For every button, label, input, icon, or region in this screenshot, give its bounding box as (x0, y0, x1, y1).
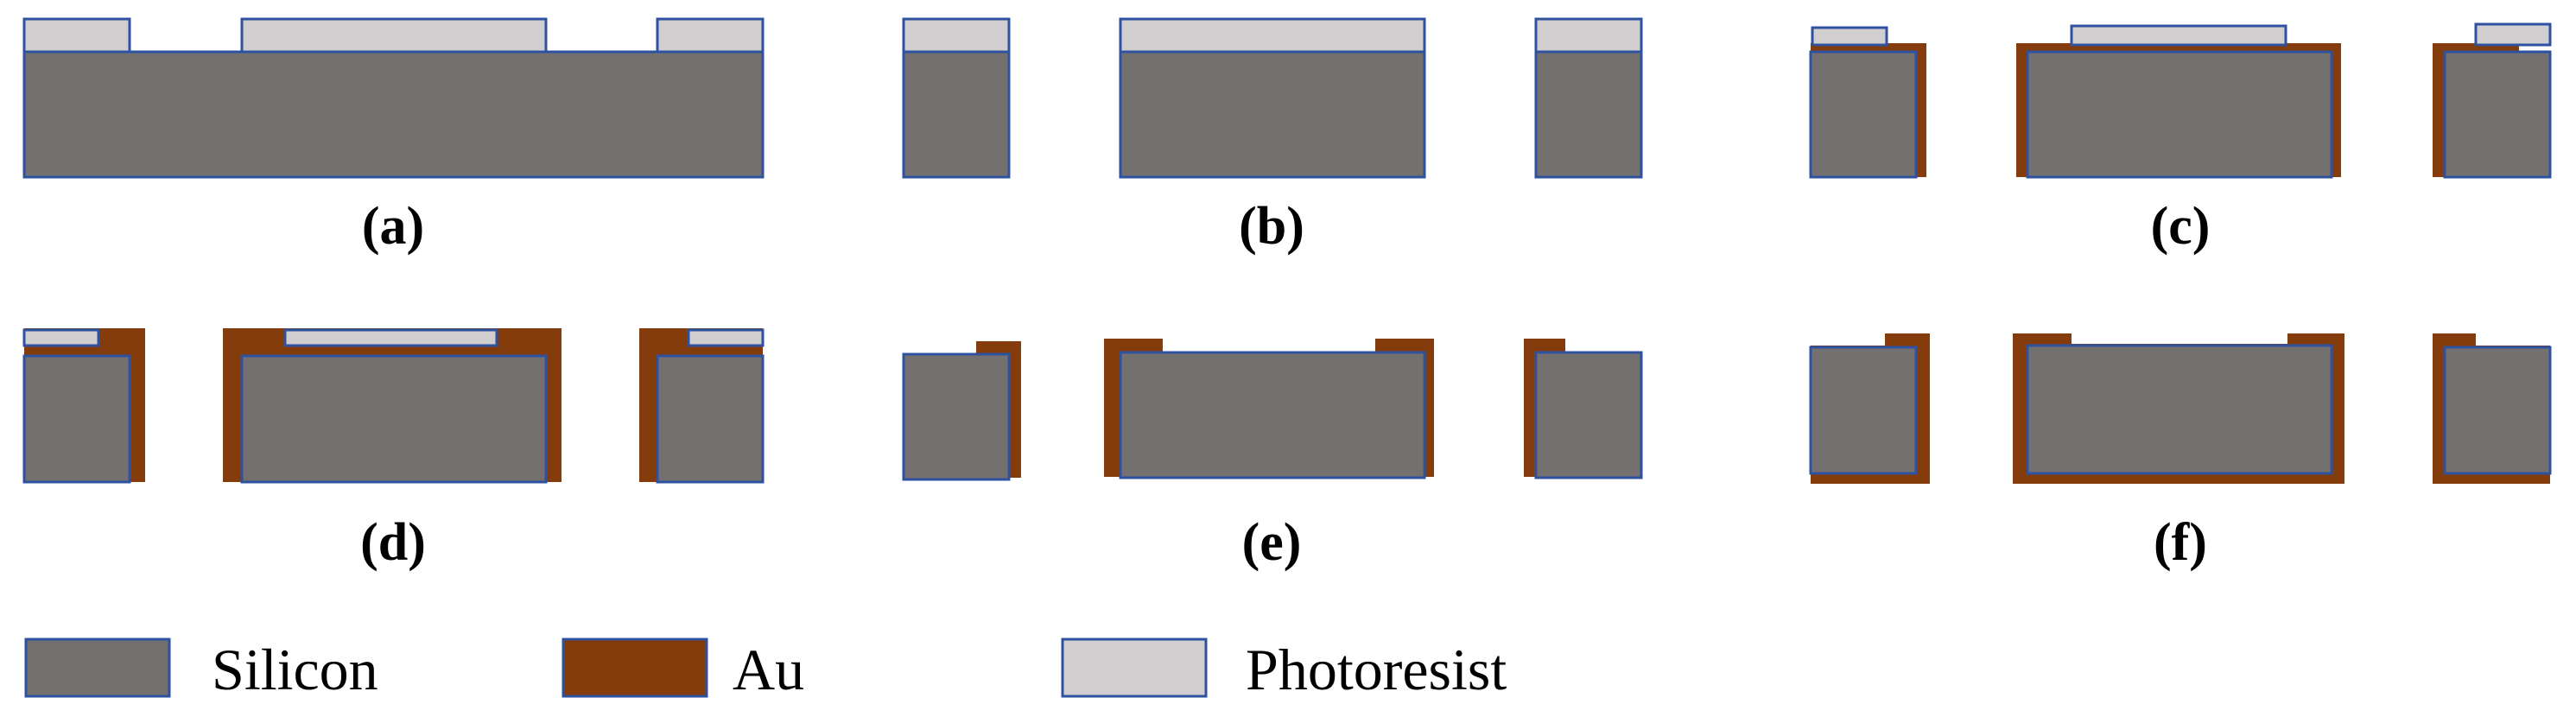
silicon-pillar (902, 50, 1011, 179)
silicon-pillar (22, 354, 131, 484)
silicon-pillar (902, 352, 1011, 481)
silicon-substrate (22, 50, 765, 179)
panel-e: (e) (902, 337, 1643, 572)
photoresist-block (240, 17, 548, 54)
silicon-pillar (1534, 50, 1643, 179)
panel-label-f: (f) (2154, 513, 2207, 572)
silicon-pillar (2443, 346, 2552, 475)
photoresist-block (1119, 17, 1426, 54)
legend-swatch-silicon (24, 638, 171, 698)
silicon-pillar (1119, 50, 1426, 179)
au-gap (1811, 332, 1885, 346)
silicon-pillar (240, 354, 548, 484)
au-gap (2072, 332, 2287, 344)
panel-label-a: (a) (362, 197, 424, 256)
legend-swatch-au (562, 638, 708, 698)
legend-label-au: Au (733, 637, 804, 702)
legend-swatch-photoresist (1061, 638, 1208, 698)
panel-d: (d) (22, 328, 765, 572)
silicon-pillar (1534, 351, 1643, 479)
photoresist-block (283, 328, 498, 347)
photoresist-block (1811, 26, 1888, 47)
photoresist-block (2474, 22, 2552, 47)
legend: Silicon Au Photoresist (24, 637, 1507, 702)
panel-a: (a) (22, 17, 765, 256)
silicon-pillar (656, 354, 765, 484)
panel-f: (f) (1809, 332, 2554, 572)
photoresist-block (656, 17, 765, 54)
au-gap (1163, 337, 1375, 352)
photoresist-block (902, 17, 1011, 54)
panel-label-d: (d) (360, 513, 426, 572)
photoresist-block (2070, 24, 2287, 47)
silicon-pillar (2443, 50, 2552, 179)
panel-label-e: (e) (1242, 513, 1302, 572)
silicon-pillar (2026, 50, 2333, 179)
silicon-pillar (1809, 50, 1918, 179)
panel-label-b: (b) (1239, 197, 1304, 256)
silicon-pillar (1119, 351, 1426, 479)
silicon-pillar (2026, 344, 2333, 475)
photoresist-block (687, 328, 765, 347)
legend-label-silicon: Silicon (212, 637, 378, 702)
photoresist-block (22, 17, 131, 54)
photoresist-block (22, 328, 100, 347)
silicon-pillar (1809, 346, 1918, 475)
photoresist-block (1534, 17, 1643, 54)
panel-b: (b) (902, 17, 1643, 256)
legend-label-photoresist: Photoresist (1246, 637, 1507, 702)
panel-c: (c) (1809, 22, 2552, 256)
panel-label-c: (c) (2151, 197, 2211, 256)
au-gap (2476, 332, 2554, 346)
